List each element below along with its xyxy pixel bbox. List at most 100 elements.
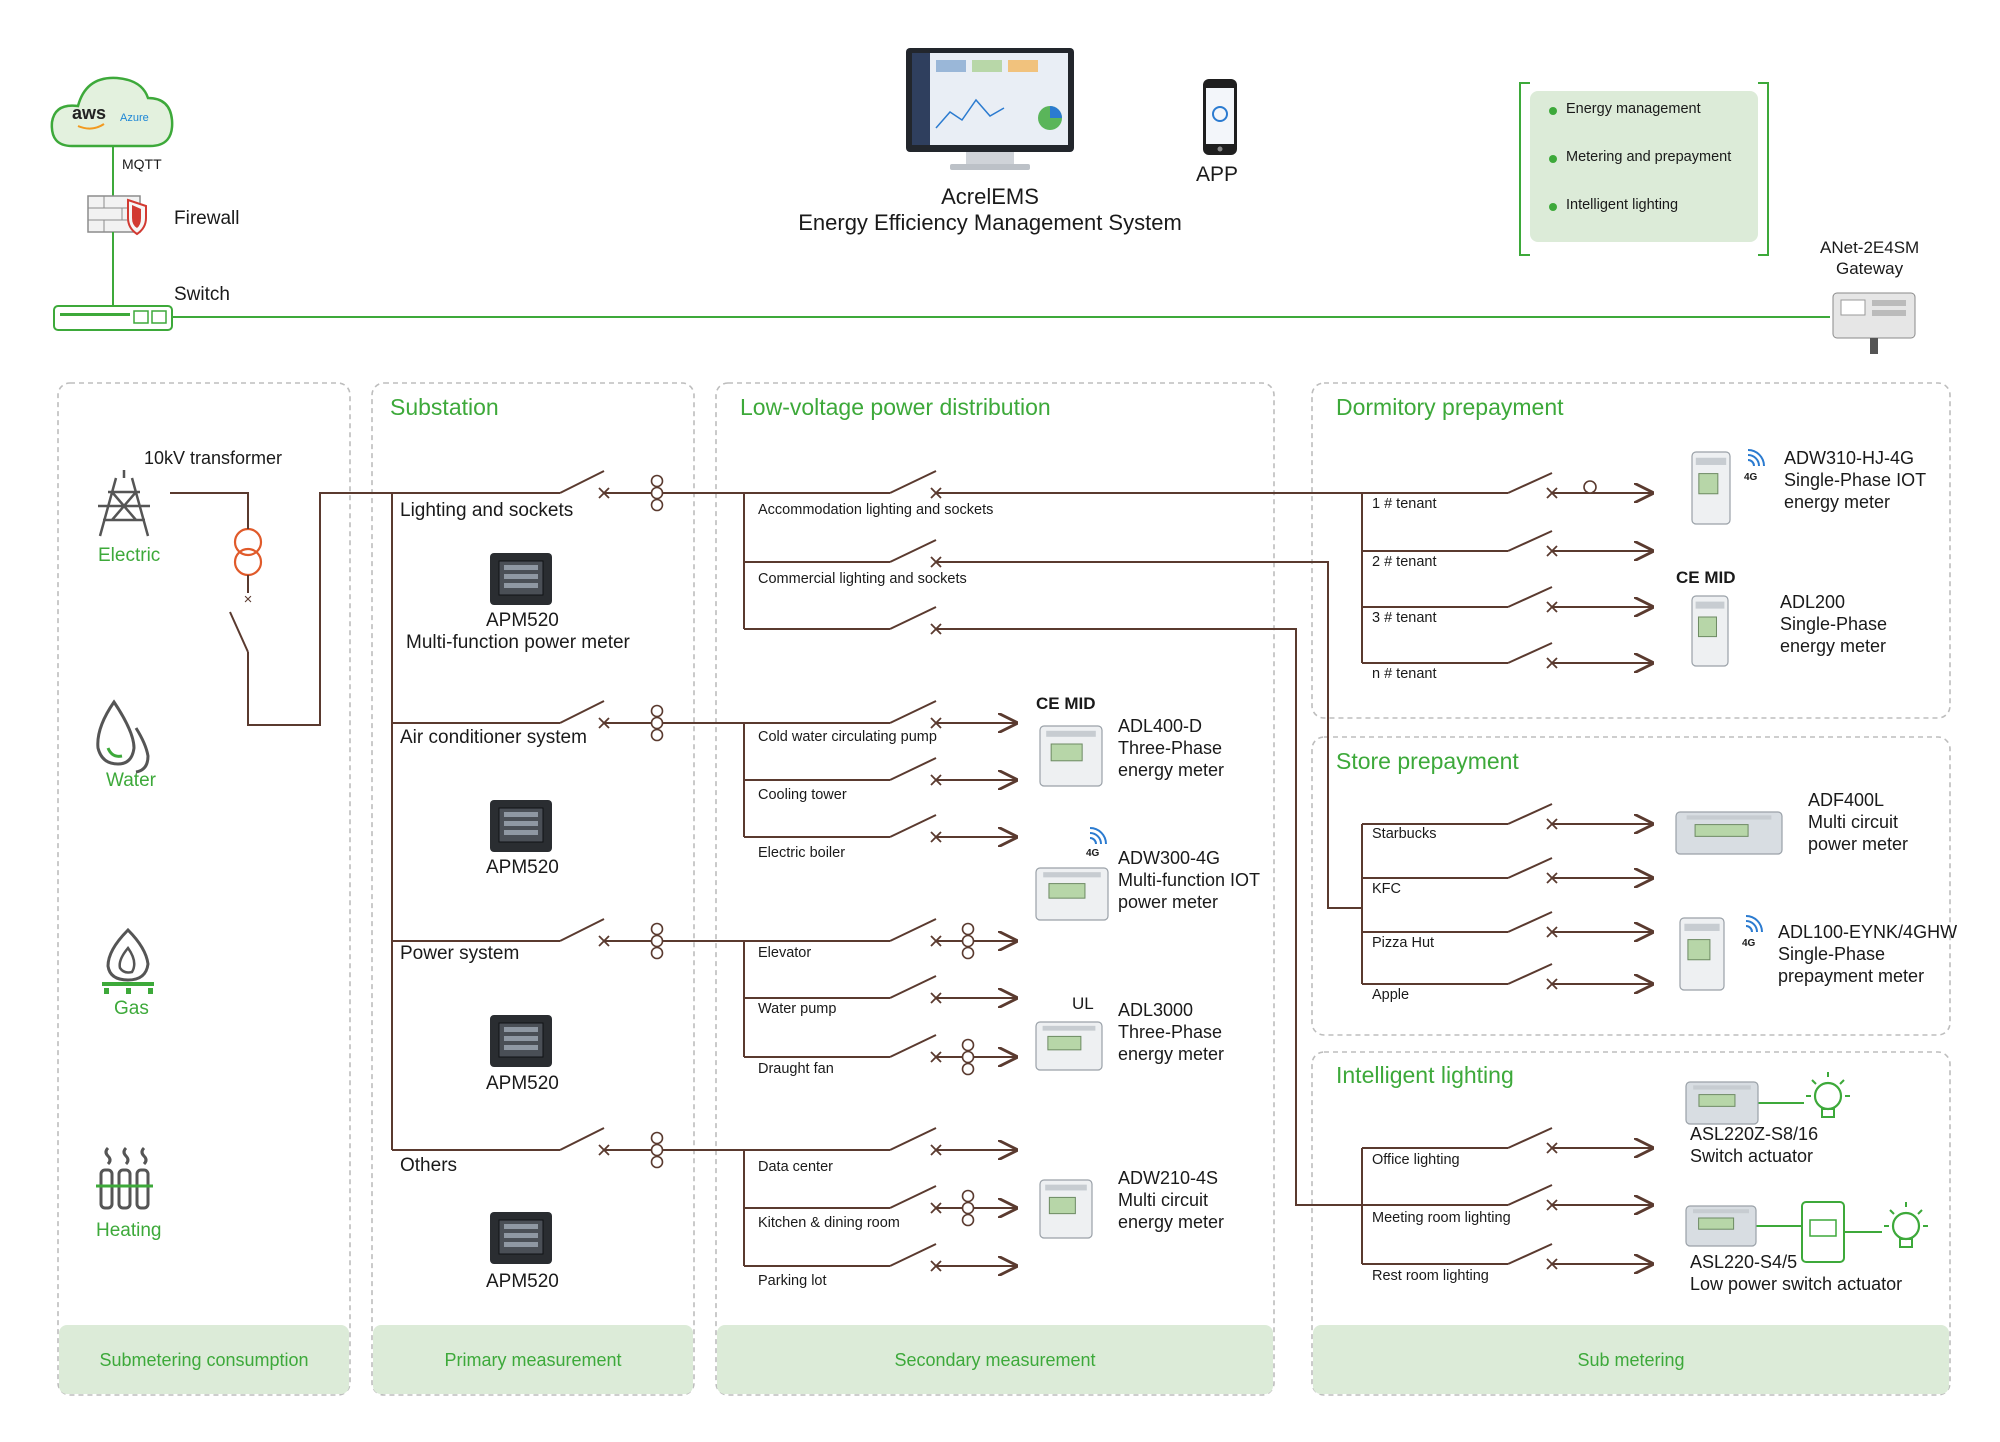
- device-line: power meter: [1118, 892, 1219, 912]
- breaker-x: [930, 1051, 942, 1063]
- breaker-x: [930, 1144, 942, 1156]
- lightbulb-icon: [1884, 1202, 1928, 1248]
- breaker-x: [1546, 487, 1558, 499]
- substation-title: Substation: [390, 394, 499, 420]
- device-line: Multi circuit: [1808, 812, 1899, 832]
- breaker-x: [1546, 545, 1558, 557]
- wireless-signal-icon: [1089, 827, 1107, 845]
- device-line: ASL220-S4/5: [1690, 1252, 1798, 1272]
- breaker-x: [598, 717, 610, 729]
- tenant-label: 2 # tenant: [1372, 554, 1437, 570]
- app-label: APP: [1196, 163, 1239, 186]
- current-transformer-icon: [650, 1131, 664, 1169]
- lowvoltage-title: Low-voltage power distribution: [740, 394, 1051, 420]
- cloud-icon: [50, 76, 174, 148]
- phone-icon: [1203, 79, 1237, 155]
- store-label: KFC: [1372, 881, 1401, 897]
- asl220z-actuator-image: [1685, 1081, 1759, 1125]
- system-name: AcrelEMS: [941, 184, 1039, 209]
- device-line: Single-Phase: [1780, 614, 1888, 634]
- current-transformer-icon: [961, 1189, 975, 1227]
- device-line: ADL200: [1780, 592, 1846, 612]
- device-line: Multi-function IOT: [1118, 870, 1261, 890]
- current-transformer-icon: [650, 922, 664, 960]
- device-line: ADF400L: [1808, 790, 1885, 810]
- badge-4g: 4G: [1744, 472, 1758, 483]
- dormitory-title: Dormitory prepayment: [1336, 394, 1564, 420]
- gateway-model: ANet-2E4SM: [1820, 238, 1920, 257]
- breaker-x: [930, 556, 942, 568]
- apm520-desc: Multi-function power meter: [406, 632, 630, 653]
- apm520-meter-image: [490, 1015, 552, 1067]
- gateway-label: Gateway: [1836, 259, 1904, 278]
- branch-label: Water pump: [758, 1001, 837, 1017]
- breaker-x: [1546, 601, 1558, 613]
- adl400-d-meter-image: [1039, 725, 1103, 787]
- panel-frames: [57, 382, 1951, 1396]
- badge-4g: 4G: [1086, 848, 1100, 859]
- utility-water: Water: [106, 770, 156, 791]
- footer-substation: Primary measurement: [444, 1350, 622, 1370]
- branch-label: Electric boiler: [758, 845, 846, 861]
- mqtt-label: MQTT: [122, 156, 162, 172]
- breaker-x: [930, 774, 942, 786]
- footer-lowvoltage: Secondary measurement: [894, 1350, 1096, 1370]
- svg-text:×: ×: [244, 591, 253, 608]
- cert-ul: UL: [1072, 994, 1094, 1013]
- asl220-actuator-image: [1685, 1205, 1757, 1247]
- breaker-x: [598, 1144, 610, 1156]
- badge-4g: 4G: [1742, 938, 1756, 949]
- aws-logo: aws: [72, 103, 107, 123]
- device-line: energy meter: [1118, 1044, 1225, 1064]
- device-line: ADL3000: [1118, 1000, 1194, 1020]
- apm520-label: APM520: [486, 1073, 559, 1094]
- monitor-icon: [906, 48, 1074, 170]
- tenant-label: 1 # tenant: [1372, 496, 1437, 512]
- breaker-x: [1546, 657, 1558, 669]
- wireless-signal-icon: [1747, 449, 1765, 467]
- low-voltage-wiring: [743, 470, 1016, 1266]
- store-label: Pizza Hut: [1372, 935, 1435, 951]
- store-label: Apple: [1372, 987, 1410, 1003]
- store-title: Store prepayment: [1336, 748, 1519, 774]
- lighting-label: Meeting room lighting: [1372, 1210, 1511, 1226]
- apm520-label: APM520: [486, 1271, 559, 1292]
- panel-footers: [59, 1325, 1949, 1394]
- footer-submeter: Sub metering: [1577, 1350, 1685, 1370]
- breaker-x: [930, 487, 942, 499]
- breaker-x: [930, 831, 942, 843]
- branch-label: Elevator: [758, 945, 812, 961]
- device-line: ADW310-HJ-4G: [1784, 448, 1915, 468]
- device-line: Multi circuit: [1118, 1190, 1209, 1210]
- store-label: Starbucks: [1372, 826, 1437, 842]
- electric-tower-icon: [98, 470, 150, 537]
- lighting-label: Rest room lighting: [1372, 1268, 1489, 1284]
- device-line: Single-Phase: [1778, 944, 1886, 964]
- adl100-meter-image: [1679, 917, 1725, 991]
- group-power: Power system: [400, 943, 520, 964]
- gas-flame-icon: [102, 927, 154, 994]
- device-images: [1035, 449, 1928, 1263]
- switch-marks: [598, 474, 1597, 1272]
- breaker-x: [930, 935, 942, 947]
- breaker-x: [930, 1260, 942, 1272]
- utility-electric: Electric: [98, 545, 161, 566]
- current-transformer-icon: [650, 474, 664, 512]
- device-line: energy meter: [1118, 760, 1225, 780]
- device-line: ASL220Z-S8/16: [1690, 1124, 1819, 1144]
- transformer-icon: [233, 527, 263, 577]
- azure-logo: Azure: [120, 112, 149, 124]
- switch-icon: [53, 305, 173, 331]
- breaker-x: [930, 623, 942, 635]
- branch-label: Kitchen & dining room: [758, 1215, 900, 1231]
- device-line: energy meter: [1784, 492, 1891, 512]
- utility-gas: Gas: [114, 998, 149, 1019]
- device-line: prepayment meter: [1778, 966, 1925, 986]
- device-line: ADL100-EYNK/4GHW: [1778, 922, 1958, 942]
- branch-label: Draught fan: [758, 1061, 834, 1077]
- lighting-title: Intelligent lighting: [1336, 1062, 1514, 1088]
- switch-label: Switch: [174, 284, 230, 305]
- utility-heating: Heating: [96, 1220, 162, 1241]
- breaker-x: [930, 1202, 942, 1214]
- system-subtitle: Energy Efficiency Management System: [798, 210, 1182, 235]
